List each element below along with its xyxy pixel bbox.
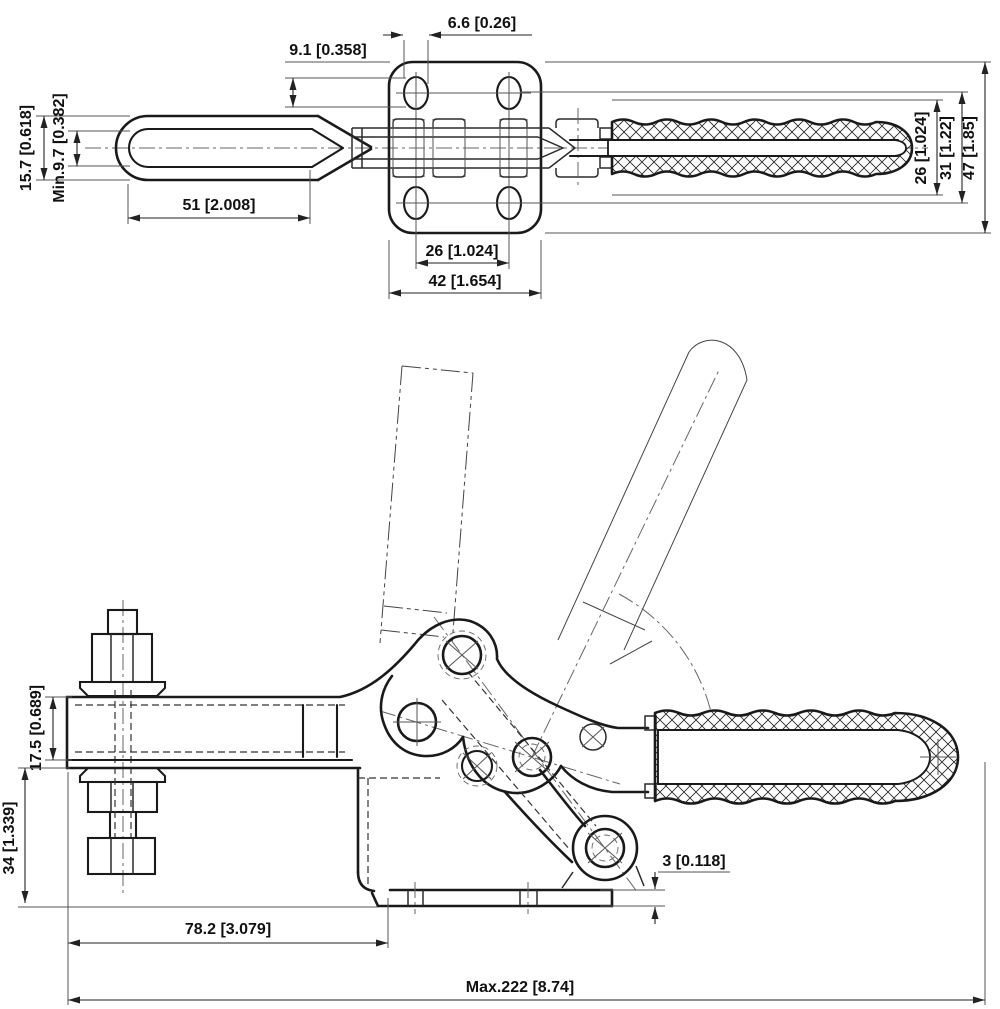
dim-base-thickness: 3 [0.118] (662, 853, 725, 870)
dim-grip-diameter: 26 [1.024] (913, 112, 930, 185)
spindle-top-nut (90, 632, 154, 684)
dim-hole-col-spacing: 26 [1.024] (426, 243, 499, 260)
link-axis-centerline (433, 616, 639, 894)
bar-assembly (351, 108, 599, 188)
dim-base-plate-width: 42 [1.654] (429, 273, 502, 290)
base-flange (370, 865, 645, 914)
u-bar-plan (114, 114, 373, 182)
dim-hole-row-spacing: 31 [1.22] (938, 116, 955, 180)
dim-bar-length: 51 [2.008] (183, 197, 256, 214)
spindle-bottom-nut (86, 836, 157, 876)
handle-closed (644, 709, 960, 805)
dim-bar-outer-width: 15.7 [0.618] (18, 105, 35, 191)
spindle-lower-nut (86, 780, 159, 814)
clamp-body (356, 618, 650, 893)
open-axis-centerline (531, 367, 721, 758)
top-view-dimensions: 6.6 [0.26] 9.1 [0.358] 15.7 [0.618] Min.… (18, 15, 991, 299)
clamping-arm (65, 643, 416, 770)
dim-bar-inner-width: Min.9.7 [0.382] (51, 93, 68, 202)
dim-slot-width: 6.6 [0.26] (448, 15, 516, 32)
dim-arm-reach: 78.2 [3.079] (185, 921, 271, 938)
handle-plan (568, 118, 914, 178)
handle-open-thin (557, 339, 748, 665)
dim-arm-section-height: 17.5 [0.689] (28, 685, 45, 771)
bottom-lobe (571, 814, 639, 882)
handle-open-phantom (379, 365, 474, 646)
spindle-assembly (78, 600, 167, 893)
dim-arm-to-base: 34 [1.339] (1, 802, 18, 875)
dim-base-plate-height: 47 [1.85] (961, 116, 978, 180)
side-view-dimensions: 17.5 [0.689] 34 [1.339] 78.2 [3.079] 3 [… (1, 685, 986, 1005)
pivot-axis-centerline (379, 710, 621, 785)
mounting-slots (396, 72, 531, 227)
dim-overall-length: Max.222 [8.74] (466, 979, 575, 996)
pivot-rivets (393, 630, 626, 869)
dim-slot-height: 9.1 [0.358] (289, 42, 366, 59)
side-view (65, 339, 960, 914)
base-plate (387, 60, 543, 235)
swing-arc (618, 593, 712, 713)
